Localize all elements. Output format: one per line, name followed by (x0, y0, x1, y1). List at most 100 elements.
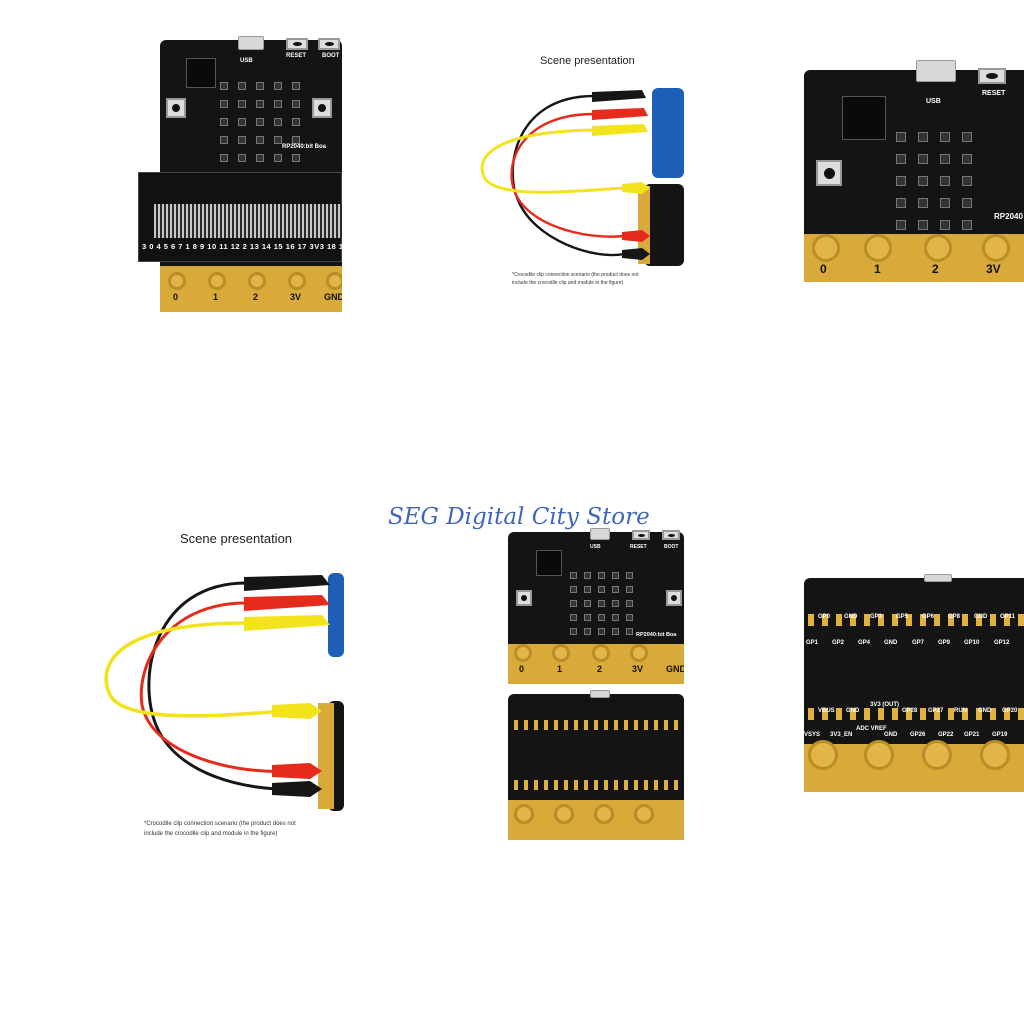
store-watermark: SEG Digital City Store (388, 504, 650, 530)
gpio-label: GND (844, 614, 858, 620)
clip-black-2 (622, 248, 650, 260)
led (918, 154, 928, 164)
scene-note-line2: include the crocodile clip and module in… (512, 280, 624, 286)
gpio-label: GP7 (912, 640, 925, 646)
led (238, 154, 246, 162)
led (626, 628, 633, 635)
led (940, 132, 950, 142)
led (292, 82, 300, 90)
boot-switch (318, 38, 340, 50)
clip-red (592, 108, 648, 120)
boot-switch (662, 530, 680, 540)
pad-back (594, 804, 614, 824)
scene-note-line2: include the crocodile clip and module in… (144, 831, 278, 837)
pcb-board-edge (644, 184, 684, 266)
product-photo-board-in-connector: USB RESET BOOT RP2040:bit Boa 3 0 4 (136, 36, 342, 312)
gpio-label: GP22 (938, 732, 954, 738)
led (274, 136, 282, 144)
usb-port (916, 60, 956, 82)
led (238, 136, 246, 144)
led (896, 198, 906, 208)
led (612, 586, 619, 593)
pad-label: 3V (986, 262, 1001, 276)
rp2040-chip (536, 550, 562, 576)
led-matrix (220, 82, 300, 172)
pin-number-row: 3 0 4 5 6 7 1 8 9 10 11 12 2 13 14 15 16… (142, 242, 342, 251)
led (626, 614, 633, 621)
silk-usb: USB (926, 98, 941, 105)
button-b (666, 590, 682, 606)
wire-red (139, 601, 293, 773)
header-pins-top (514, 720, 680, 730)
gpio-label: GP6 (922, 614, 935, 620)
gpio-label: GP11 (1000, 614, 1016, 620)
pad-3v (630, 644, 648, 662)
scene-title: Scene presentation (540, 55, 635, 67)
wire-black (147, 581, 297, 791)
led (238, 100, 246, 108)
led (238, 82, 246, 90)
led (918, 132, 928, 142)
product-photo-scene-large: Scene presentation *Crocodile clip conne… (96, 525, 344, 845)
pad-back (554, 804, 574, 824)
reset-switch (978, 68, 1006, 84)
usb-port (590, 528, 610, 540)
led (220, 136, 228, 144)
gpio-label: GP5 (896, 614, 909, 620)
gpio-label: GP10 (964, 640, 980, 646)
led (256, 100, 264, 108)
gpio-label: ADC VREF (856, 726, 887, 732)
pad-label: 2 (253, 292, 259, 302)
product-photo-board-closeup: USB RESET RP2040 0 1 2 3V (802, 58, 1024, 282)
pad-label: 1 (874, 262, 881, 276)
silk-reset: RESET (982, 90, 1006, 97)
silk-model: RP2040:bit Boa (282, 144, 327, 150)
pad-label: 0 (173, 292, 179, 302)
gpio-label: GP4 (858, 640, 871, 646)
clip-red-2 (272, 763, 322, 779)
silk-boot: BOOT (664, 544, 679, 550)
gpio-label: GP12 (994, 640, 1010, 646)
led (584, 614, 591, 621)
gpio-label: GP2 (832, 640, 845, 646)
clip-yellow-2 (622, 182, 650, 194)
pad-label: 3V (632, 664, 644, 674)
pad-back (922, 740, 952, 770)
clip-black (592, 90, 646, 102)
wire-yellow (480, 128, 625, 194)
led (918, 220, 928, 230)
pad-back (980, 740, 1010, 770)
product-photo-scene-small: Scene presentation *Crocodile clip conne… (474, 50, 684, 295)
pad-label: 0 (820, 262, 827, 276)
button-a (516, 590, 532, 606)
pad-label: 0 (519, 664, 525, 674)
led (274, 100, 282, 108)
led (598, 628, 605, 635)
led (962, 176, 972, 186)
scene-note-line1: *Crocodile clip connection scenario (the… (512, 272, 639, 278)
pad-label: 3V (290, 292, 302, 302)
led (570, 586, 577, 593)
led (220, 118, 228, 126)
gpio-label: VBUS (818, 708, 835, 714)
led (220, 154, 228, 162)
gpio-label: 3V3 (OUT) (870, 702, 900, 708)
gpio-label: GP19 (992, 732, 1008, 738)
button-a (166, 98, 186, 118)
pad-3v (288, 272, 306, 290)
led (612, 628, 619, 635)
pad-label: GND (666, 664, 684, 674)
led (612, 572, 619, 579)
reset-switch (286, 38, 308, 50)
clip-yellow-2 (272, 703, 322, 719)
led-matrix (896, 132, 996, 242)
crocodile-wires (104, 575, 330, 797)
rp2040-chip (842, 96, 886, 140)
led (598, 572, 605, 579)
led (962, 154, 972, 164)
usb-port-back (590, 690, 610, 698)
led (274, 118, 282, 126)
led (626, 572, 633, 579)
clip-black-2 (272, 781, 322, 797)
led (598, 600, 605, 607)
